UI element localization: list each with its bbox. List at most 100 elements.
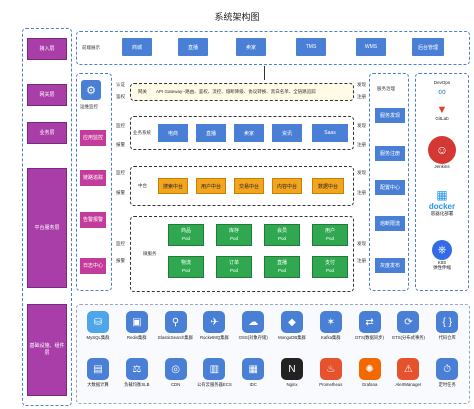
- infra-tool-gts: ⟳GTS(分布式事务): [390, 311, 426, 341]
- pod-order-name: 订单: [228, 260, 239, 266]
- jenkins-icon: ☺: [428, 136, 456, 164]
- pod-live: 直播 Pod: [264, 256, 300, 278]
- infra-tool-label: AlertManager: [395, 382, 422, 387]
- business-left-label-2: 报警: [116, 142, 125, 147]
- k8s-icon: ⎈: [432, 240, 452, 260]
- frontend-system-live: 直播: [178, 38, 208, 56]
- pod-member: 会员 Pod: [264, 224, 300, 246]
- gateway-frame: [130, 83, 354, 101]
- infra-tool-label: RocketMQ集群: [199, 335, 229, 340]
- middle-item-user: 用户中台: [196, 178, 226, 194]
- frontend-system-wms: WMS: [356, 38, 386, 56]
- business-item-ecommerce: 电商: [158, 124, 188, 142]
- infra-tool-grafana: ✺Grafana: [352, 358, 388, 387]
- devops-block: DevOps ∞: [420, 80, 464, 98]
- mongodb-icon: ◆: [281, 311, 303, 333]
- pod-payment: 支付 Pod: [312, 256, 348, 278]
- business-right-label-1: 发现: [357, 123, 366, 128]
- middle-left-label-1: 监控: [116, 170, 125, 175]
- gateway-right-label-1: 发现: [357, 82, 366, 87]
- infra-tool-prometheus: ♨Prometheus: [313, 358, 349, 387]
- infra-tool-label: Grafana: [361, 382, 378, 387]
- jenkins-label: Jenkins: [434, 164, 450, 169]
- infra-tool-code-repo: { }代码仓库: [429, 311, 465, 341]
- k8s-scaling-label: 弹性伸缩: [433, 265, 451, 270]
- micro-right-label-2: 注册: [357, 258, 366, 263]
- pod-live-pod: Pod: [277, 268, 286, 273]
- ops-alert: 告警报警: [80, 212, 106, 228]
- diagram-title: 系统架构图: [214, 12, 260, 22]
- gateway-right-label-2: 注册: [357, 94, 366, 99]
- infra-tool-label: IDC: [249, 382, 257, 387]
- business-item-live: 直播: [196, 124, 226, 142]
- ecs-icon: ▥: [203, 358, 226, 380]
- cdn-icon: ◎: [164, 358, 187, 380]
- frontend-system-admin: 后台管理: [412, 38, 444, 56]
- pod-inventory-name: 库存: [228, 228, 239, 234]
- bigdata-icon: ▤: [87, 358, 109, 380]
- layer-infra: 基础设施、组件层: [27, 304, 67, 396]
- infra-tool-label: DTS(数据同步): [355, 335, 384, 340]
- elasticsearch-icon: ⚲: [164, 311, 187, 333]
- idc-icon: ▦: [242, 358, 265, 380]
- infra-tool-label: Redis集群: [127, 335, 147, 340]
- infra-tool-label: MongoDB集群: [278, 335, 306, 340]
- middle-right-label-1: 发现: [357, 170, 366, 175]
- governance-registry: 服务注册: [375, 146, 405, 161]
- governance-discovery: 服务发现: [375, 108, 405, 123]
- infra-tool-scheduler: ⏱ 定时任务: [429, 358, 465, 388]
- governance-circuit-breaker: 熔断限流: [375, 216, 405, 231]
- infra-tool-label: MySQL集群: [86, 335, 110, 340]
- business-item-news: 资讯: [272, 124, 302, 142]
- infra-tool-oss: ☁OSS(对象存储): [235, 311, 271, 341]
- k8s-block: ⎈ K8S 弹性伸缩: [420, 240, 464, 271]
- pod-live-name: 直播: [276, 260, 287, 266]
- rocketmq-icon: ✈: [203, 311, 226, 333]
- business-item-seller: 卖家: [234, 124, 264, 142]
- infra-tool-label: Kafka集群: [321, 335, 341, 340]
- nginx-icon: N: [281, 358, 303, 380]
- infra-tool-rocketmq: ✈ RocketMQ集群: [196, 311, 232, 341]
- microservices-label: 微服务: [143, 251, 157, 256]
- redis-icon: ▣: [125, 311, 148, 333]
- infra-tool-label: 大数据计算: [87, 382, 109, 387]
- pod-payment-name: 支付: [324, 260, 335, 266]
- pod-logistics-name: 物流: [180, 260, 191, 266]
- pod-payment-pod: Pod: [325, 268, 334, 273]
- infra-tool-redis: ▣ Redis集群: [119, 311, 155, 341]
- gateway-label: 网关: [138, 89, 147, 94]
- governance-canary: 灰度发布: [375, 258, 405, 273]
- middle-platform-label: 中台: [138, 183, 147, 188]
- infra-tool-cdn: ◎CDN: [158, 358, 194, 387]
- docker-block: ▦ docker 容器化部署: [420, 188, 464, 217]
- pod-inventory: 库存 Pod: [216, 224, 252, 246]
- kafka-icon: ✶: [319, 311, 342, 333]
- infra-tool-label: 公有云服务器ECS: [197, 382, 232, 387]
- infra-tool-label: Nginx: [286, 382, 298, 387]
- business-right-label-2: 注册: [357, 142, 366, 147]
- infra-tool-label: ElasticSearch集群: [158, 335, 194, 340]
- layer-business: 业务层: [27, 122, 67, 144]
- business-label: 业务系统: [133, 130, 151, 135]
- infra-tool-label: 代码仓库: [438, 335, 456, 340]
- infra-tool-bigdata: ▤ 大数据计算: [80, 358, 116, 388]
- ops-monitor-icon-box: ⚙: [81, 80, 101, 100]
- micro-left-label-1: 监控: [116, 241, 125, 246]
- infra-tool-mysql: ⛁MySQL集群: [80, 311, 116, 341]
- infra-tool-alertmanager: ⚠AlertManager: [390, 358, 426, 387]
- layer-access: 接入层: [27, 38, 67, 60]
- infra-tool-label: 定时任务: [438, 382, 456, 387]
- scheduler-icon: ⏱: [436, 358, 459, 380]
- frontend-system-seller: 卖家: [236, 38, 266, 56]
- business-left-label-1: 监控: [116, 123, 125, 128]
- pod-member-name: 会员: [276, 228, 287, 234]
- infra-tool-nginx: N Nginx: [274, 358, 310, 387]
- gitlab-icon: ▼: [436, 104, 448, 116]
- layer-platform: 平台服务层: [27, 168, 67, 288]
- layer-gateway: 网关层: [27, 84, 67, 106]
- middle-left-label-2: 报警: [116, 190, 125, 195]
- pod-member-pod: Pod: [277, 236, 286, 241]
- docker-deploy-label: 容器化部署: [430, 211, 454, 216]
- gitlab-block: ▼ GitLab: [420, 104, 464, 121]
- business-item-saas: Saas: [312, 124, 348, 142]
